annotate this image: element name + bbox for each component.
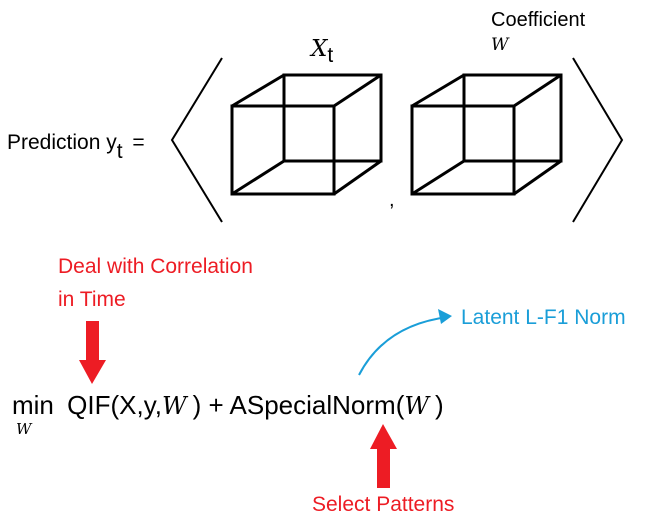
right-angle-bracket bbox=[572, 57, 624, 223]
coefficient-symbol: W bbox=[491, 35, 509, 55]
plus-norm-term: ) + ASpecialNorm( bbox=[192, 390, 405, 420]
tensor-separator-comma: , bbox=[389, 189, 395, 211]
objective-formula: min QIF(X,y,W) + ASpecialNorm(W) bbox=[12, 392, 444, 418]
prediction-text: Prediction y bbox=[7, 131, 117, 154]
time-correlation-arrow bbox=[79, 321, 106, 384]
norm-w-symbol: W bbox=[404, 392, 430, 420]
tensor-x-label: Xt bbox=[311, 36, 333, 67]
qif-w-symbol: W bbox=[162, 392, 187, 420]
coefficient-label: Coefficient bbox=[491, 9, 586, 31]
left-angle-bracket bbox=[170, 57, 223, 223]
time-correlation-note-line1: Deal with Correlation bbox=[58, 255, 253, 278]
prediction-subscript: t bbox=[116, 140, 123, 163]
qif-term: QIF(X,y, bbox=[67, 390, 162, 420]
tensor-x-subscript: t bbox=[327, 44, 334, 67]
time-correlation-note-line2: in Time bbox=[58, 288, 126, 311]
latent-norm-note: Latent L-F1 Norm bbox=[461, 306, 626, 329]
select-patterns-arrow bbox=[370, 424, 397, 488]
tensor-x-cube bbox=[230, 73, 383, 196]
coefficient-cube bbox=[410, 73, 563, 196]
prediction-label: Prediction yt = bbox=[7, 131, 145, 162]
min-subscript-w: W bbox=[16, 420, 32, 438]
latent-norm-arrow bbox=[358, 309, 452, 376]
min-operator: min bbox=[12, 390, 54, 420]
equals-sign: = bbox=[132, 131, 145, 154]
closing-paren: ) bbox=[435, 390, 444, 420]
select-patterns-note: Select Patterns bbox=[312, 493, 455, 516]
tensor-x-symbol: X bbox=[311, 36, 328, 62]
